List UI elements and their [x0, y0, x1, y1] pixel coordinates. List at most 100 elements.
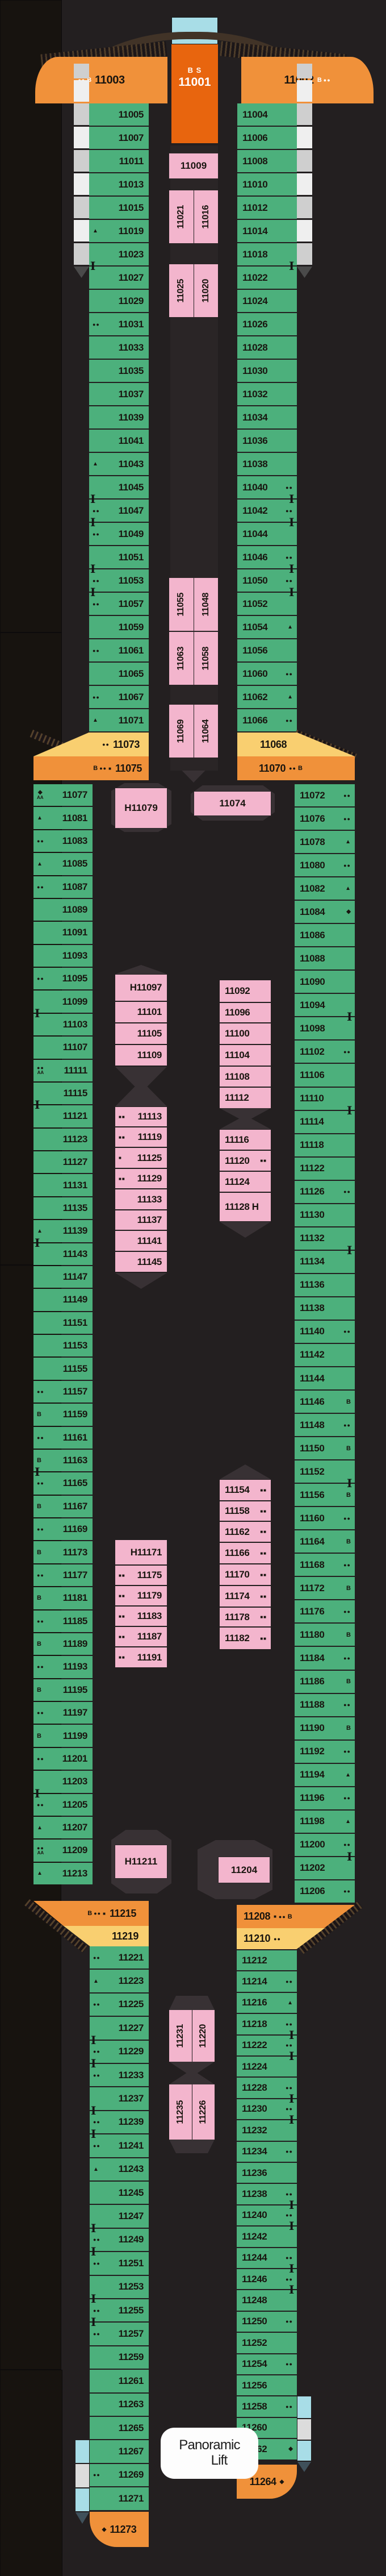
cabin-11248[interactable]: 11248	[237, 2290, 297, 2311]
cabin-11138[interactable]: 11138	[295, 1297, 355, 1320]
cabin-11078[interactable]: 11078▲	[295, 831, 355, 854]
cabin-11178[interactable]: 11178■■	[220, 1608, 271, 1626]
cabin-11258[interactable]: 11258●●	[237, 2396, 297, 2417]
cabin-11198[interactable]: 11198▲	[295, 1810, 355, 1833]
cabin-11233[interactable]: ●●11233	[90, 2064, 149, 2087]
cabin-11061[interactable]: ●●11061	[89, 639, 149, 661]
cabin-11109[interactable]: 11109	[115, 1045, 167, 1066]
cabin-11177[interactable]: ●●11177	[33, 1564, 93, 1587]
cabin-11118[interactable]: 11118	[295, 1134, 355, 1156]
cabin-11197[interactable]: ●●11197	[33, 1702, 93, 1724]
cabin-11245[interactable]: 11245	[90, 2182, 149, 2204]
cabin-11201[interactable]: ●●11201	[33, 1747, 93, 1770]
cabin-11094[interactable]: 11094	[295, 994, 355, 1017]
cabin-11025[interactable]: 11025	[169, 264, 194, 317]
cabin-11048[interactable]: 11048	[194, 578, 218, 631]
cabin-11235[interactable]: 11235	[169, 2084, 192, 2140]
cabin-11254[interactable]: 11254●●	[237, 2354, 297, 2374]
cabin-11035[interactable]: 11035	[89, 360, 149, 382]
cabin-11007[interactable]: 11007	[89, 127, 149, 149]
cabin-11038[interactable]: 11038	[237, 453, 297, 475]
cabin-11141[interactable]: 11141	[115, 1231, 167, 1251]
cabin-11027[interactable]: 11027	[89, 267, 149, 289]
cabin-11205[interactable]: ●●11205	[33, 1793, 93, 1816]
cabin-11249[interactable]: ●●11249	[90, 2228, 149, 2252]
cabin-11116[interactable]: 11116	[220, 1130, 271, 1150]
cabin-11083[interactable]: ●●11083	[33, 830, 93, 852]
cabin-11011[interactable]: 11011	[89, 150, 149, 172]
cabin-11232[interactable]: 11232	[237, 2120, 297, 2141]
cabin-11005[interactable]: 11005	[89, 103, 149, 126]
cabin-11203[interactable]: 11203	[33, 1771, 93, 1793]
cabin-11269[interactable]: ●●11269	[90, 2463, 149, 2487]
cabin-11273[interactable]: ◆11273	[90, 2512, 149, 2547]
cabin-11107[interactable]: 11107	[33, 1037, 93, 1059]
cabin-11066[interactable]: 11066●●	[237, 709, 297, 731]
cabin-11069[interactable]: 11069	[169, 705, 194, 758]
cabin-11255[interactable]: ●●11255	[90, 2299, 149, 2322]
cabin-11192[interactable]: 11192●●	[295, 1740, 355, 1763]
cabin-11207[interactable]: ▲11207	[33, 1816, 93, 1839]
cabin-11101[interactable]: 11101	[115, 1002, 167, 1022]
cabin-11041[interactable]: 11041	[89, 430, 149, 452]
cabin-11220[interactable]: 11220	[192, 2010, 215, 2062]
cabin-11058[interactable]: 11058	[194, 632, 218, 685]
cabin-11064[interactable]: 11064	[194, 705, 218, 758]
cabin-11096[interactable]: 11096	[220, 1003, 271, 1022]
cabin-11031[interactable]: ●●11031	[89, 313, 149, 335]
cabin-11174[interactable]: 11174■■	[220, 1586, 271, 1607]
cabin-11054[interactable]: 11054▲	[237, 616, 297, 638]
cabin-11006[interactable]: 11006	[237, 127, 297, 149]
cabin-11026[interactable]: 11026	[237, 313, 297, 335]
cabin-11230[interactable]: 11230●●	[237, 2099, 297, 2120]
cabin-11182[interactable]: 11182■■	[220, 1628, 271, 1649]
cabin-11085[interactable]: ▲11085	[33, 853, 93, 875]
cabin-11009[interactable]: 11009	[169, 153, 218, 178]
cabin-11098[interactable]: 11098	[295, 1017, 355, 1040]
cabin-11036[interactable]: 11036	[237, 430, 297, 452]
cabin-11176[interactable]: 11176●●	[295, 1600, 355, 1623]
cabin-11123[interactable]: 11123	[33, 1128, 93, 1150]
cabin-11251[interactable]: ●●11251	[90, 2252, 149, 2275]
cabin-H11097[interactable]: H11097	[115, 975, 167, 1001]
cabin-11015[interactable]: 11015	[89, 197, 149, 219]
cabin-11016[interactable]: 11016	[194, 190, 218, 243]
cabin-11080[interactable]: 11080●●	[295, 854, 355, 877]
cabin-11231[interactable]: 11231	[169, 2010, 192, 2062]
cabin-11151[interactable]: 11151	[33, 1312, 93, 1334]
cabin-11265[interactable]: 11265	[90, 2417, 149, 2440]
cabin-11019[interactable]: ▲11019	[89, 220, 149, 242]
cabin-H11211[interactable]: H11211	[115, 1845, 167, 1878]
cabin-11128H[interactable]: 11128 H	[220, 1193, 271, 1221]
cabin-11213[interactable]: ▲11213	[33, 1862, 93, 1884]
cabin-11223[interactable]: ▲11223	[90, 1970, 149, 1992]
cabin-11037[interactable]: 11037	[89, 383, 149, 405]
cabin-11241[interactable]: ●●11241	[90, 2134, 149, 2157]
cabin-11204[interactable]: 11204	[219, 1857, 270, 1883]
cabin-11179[interactable]: ■■11179	[115, 1586, 167, 1605]
cabin-11024[interactable]: 11024	[237, 290, 297, 312]
cabin-11271[interactable]: 11271	[90, 2487, 149, 2510]
cabin-11030[interactable]: 11030	[237, 360, 297, 382]
cabin-11047[interactable]: ●●11047	[89, 500, 149, 522]
cabin-11256[interactable]: 11256	[237, 2375, 297, 2396]
cabin-11216[interactable]: 11216▲	[237, 1992, 297, 2013]
cabin-11003[interactable]: ●● B 11003	[35, 57, 167, 103]
cabin-11133[interactable]: 11133	[115, 1189, 167, 1209]
cabin-11067[interactable]: ●●11067	[89, 686, 149, 708]
cabin-11044[interactable]: 11044	[237, 523, 297, 545]
cabin-11068[interactable]: 11068	[237, 733, 355, 756]
cabin-11062[interactable]: 11062▲	[237, 686, 297, 708]
cabin-11237[interactable]: 11237	[90, 2087, 149, 2110]
cabin-11202[interactable]: 11202	[295, 1857, 355, 1879]
cabin-11110[interactable]: 11110	[295, 1087, 355, 1110]
cabin-11012[interactable]: 11012	[237, 197, 297, 219]
cabin-11184[interactable]: 11184●●	[295, 1647, 355, 1670]
